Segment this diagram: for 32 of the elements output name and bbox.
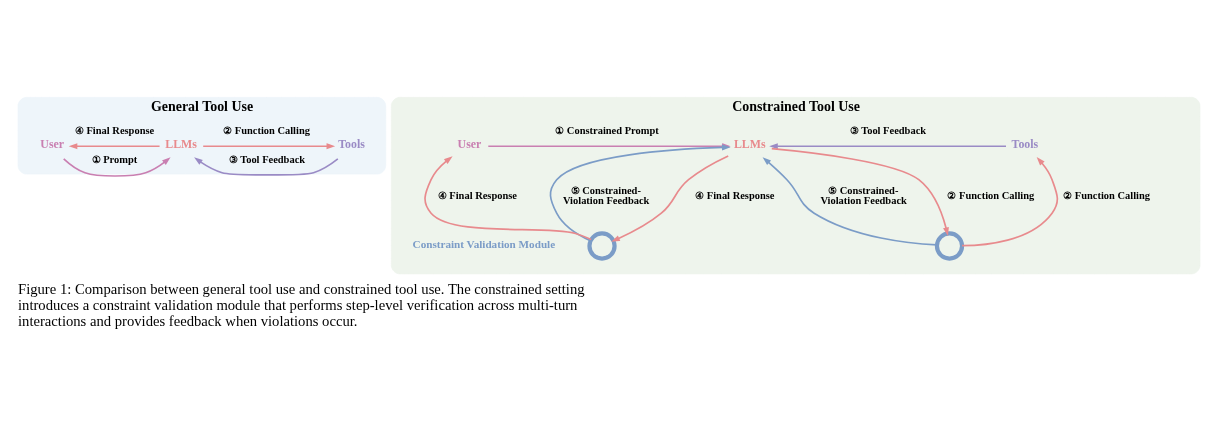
node-text: LLMs xyxy=(165,136,197,151)
arrow xyxy=(194,156,339,176)
edge-label: ② Function Calling xyxy=(223,124,310,136)
node-text: Tools xyxy=(1011,136,1039,151)
edge-label: ④ Final Response xyxy=(695,189,775,201)
caption: Figure 1: Comparison between general tool use and constrained tool use. The constrained setting introduces a constraint validation module that performs step-level verification across multi-turn interactions and provides feedback when violations occur. xyxy=(18,280,585,329)
node-circle xyxy=(934,230,965,261)
node-text: User xyxy=(40,136,65,151)
edge-label: ⑤ Constrained- Violation Feedback xyxy=(562,184,650,206)
node-text: User xyxy=(457,136,482,151)
node-text: Tools xyxy=(338,136,365,151)
label: Constraint Validation Module xyxy=(412,237,556,250)
arrow xyxy=(62,156,171,177)
edge-label: ② Function Calling xyxy=(1063,189,1151,201)
node-text: LLMs xyxy=(733,136,766,151)
arrow xyxy=(68,142,161,149)
edge-label: ③ Tool Feedback xyxy=(849,124,927,136)
arrow xyxy=(424,155,593,240)
arrow xyxy=(202,142,336,149)
node-circle xyxy=(587,230,617,261)
arrow xyxy=(770,147,949,236)
edge-label: ③ Tool Feedback xyxy=(228,153,306,165)
arrow xyxy=(611,154,730,242)
arrow xyxy=(762,156,938,246)
edge-label: ① Prompt xyxy=(91,153,138,165)
edge-label: ⑤ Constrained- Violation Feedback xyxy=(820,184,907,206)
arrow xyxy=(961,156,1059,247)
edge-label: ④ Final Response xyxy=(437,189,517,201)
arrow xyxy=(769,142,1007,149)
edge-label: ④ Final Response xyxy=(74,124,155,136)
edge-label: ① Constrained Prompt xyxy=(555,124,659,136)
edge-label: ② Function Calling xyxy=(947,189,1035,201)
